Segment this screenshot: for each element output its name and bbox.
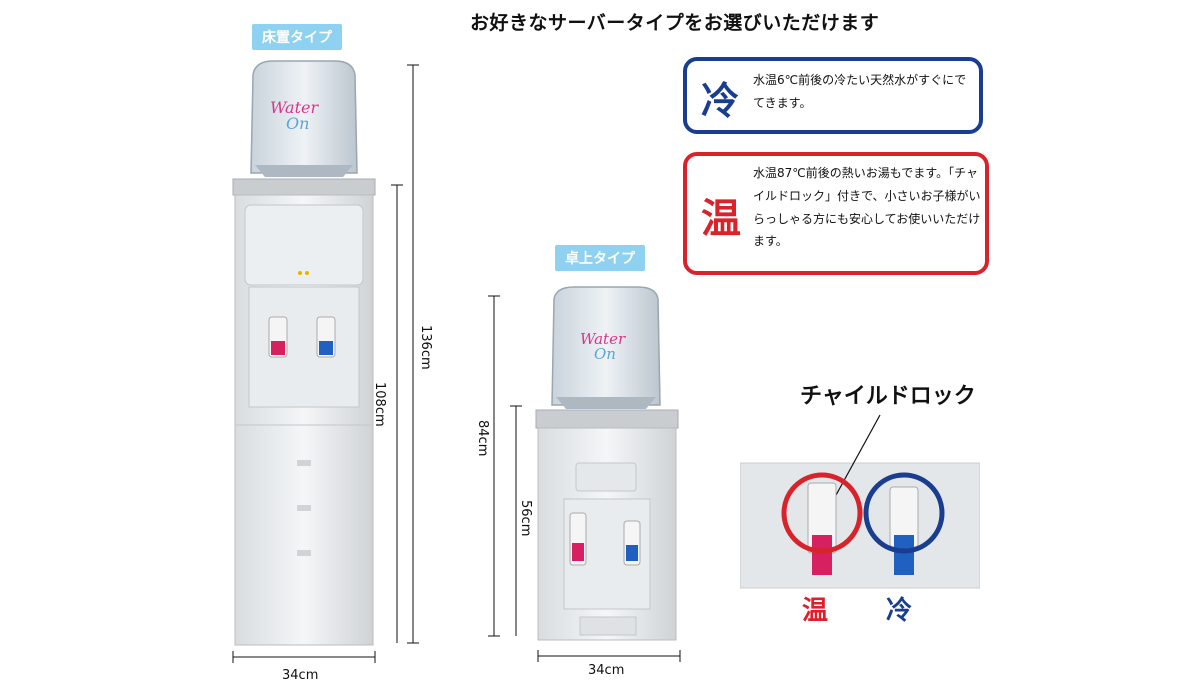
- desk-dimension-lines: [488, 295, 681, 662]
- floor-dimension-lines: [232, 64, 419, 663]
- desk-logo-line2: On: [594, 345, 616, 363]
- desk-bottle-logo: Water On: [580, 332, 625, 362]
- floor-logo-line2: On: [286, 114, 310, 133]
- floor-logo-line1: Water: [270, 98, 319, 117]
- hot-info-box: 温 水温87℃前後の熱いお湯もでます。「チャイルドロック」付きで、小さいお子様が…: [683, 152, 989, 275]
- floor-body-height: 108cm: [372, 382, 387, 427]
- cold-description: 水温6℃前後の冷たい天然水がすぐにでてきます。: [753, 73, 967, 110]
- cold-info-box: 冷 水温6℃前後の冷たい天然水がすぐにでてきます。: [683, 57, 983, 134]
- floor-bottle-logo: Water On: [270, 100, 318, 132]
- childlock-photo: [740, 414, 980, 589]
- childlock-hot-char: 温: [802, 596, 829, 626]
- headline: お好きなサーバータイプをお選びいただけます: [470, 12, 880, 34]
- cold-char: 冷: [701, 78, 740, 123]
- hot-char: 温: [701, 195, 741, 242]
- hot-description: 水温87℃前後の熱いお湯もでます。「チャイルドロック」付きで、小さいお子様がいら…: [753, 166, 981, 249]
- desk-width: 34cm: [588, 663, 625, 678]
- desk-server-illustration: [535, 286, 679, 641]
- desk-type-label: 卓上タイプ: [555, 245, 645, 271]
- floor-width: 34cm: [282, 668, 319, 683]
- floor-server-illustration: [232, 60, 376, 646]
- desk-total-height: 84cm: [475, 420, 490, 457]
- childlock-cold-char: 冷: [886, 596, 913, 626]
- desk-body-height: 56cm: [518, 500, 533, 537]
- floor-total-height: 136cm: [418, 325, 433, 370]
- floor-type-label: 床置タイプ: [252, 24, 342, 50]
- childlock-title: チャイルドロック: [800, 384, 976, 409]
- desk-logo-line1: Water: [580, 330, 626, 348]
